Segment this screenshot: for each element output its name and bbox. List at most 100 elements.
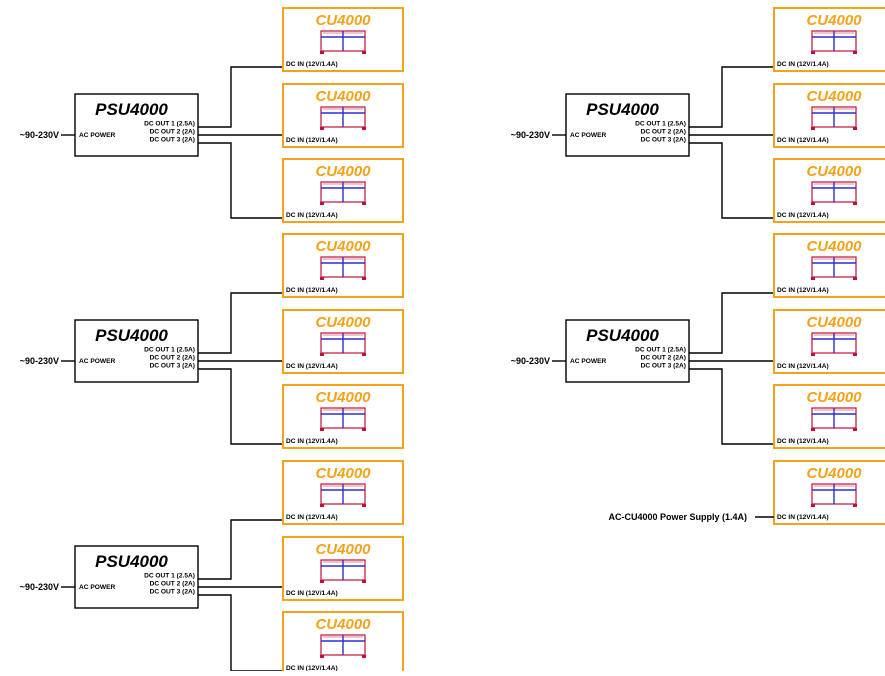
dc-in-label: DC IN (12V/1.4A) bbox=[286, 363, 338, 370]
input-voltage-label: ~90-230V bbox=[20, 582, 59, 592]
psu4000-title: PSU4000 bbox=[95, 326, 168, 345]
device-case-icon bbox=[811, 407, 857, 431]
dc-out-label-3: DC OUT 3 (2A) bbox=[150, 137, 195, 144]
device-case-icon bbox=[320, 332, 366, 356]
psu4000-box bbox=[565, 93, 690, 157]
icon-foot-left bbox=[320, 202, 324, 205]
ac-power-label: AC POWER bbox=[79, 358, 116, 365]
icon-foot-left bbox=[811, 277, 815, 280]
icon-foot-left bbox=[320, 428, 324, 431]
cu4000-unit: CU4000 DC IN (12V/1.4A) bbox=[282, 536, 404, 601]
device-case-icon bbox=[811, 332, 857, 356]
cu4000-title: CU4000 bbox=[315, 541, 371, 558]
ac-power-label: AC POWER bbox=[570, 358, 607, 365]
icon-foot-left bbox=[811, 202, 815, 205]
icon-foot-right bbox=[853, 428, 857, 431]
psu4000-title: PSU4000 bbox=[95, 100, 168, 119]
icon-foot-left bbox=[320, 504, 324, 507]
dc-out-label-1: DC OUT 1 (2.5A) bbox=[635, 347, 686, 354]
icon-foot-left bbox=[811, 428, 815, 431]
dc-in-label: DC IN (12V/1.4A) bbox=[286, 61, 338, 68]
dc-out-label-1: DC OUT 1 (2.5A) bbox=[144, 573, 195, 580]
ac-adapter-label: AC-CU4000 Power Supply (1.4A) bbox=[608, 512, 747, 522]
icon-foot-left bbox=[320, 277, 324, 280]
icon-foot-right bbox=[853, 353, 857, 356]
dc-out-label-2: DC OUT 2 (2A) bbox=[150, 129, 195, 136]
icon-foot-right bbox=[853, 277, 857, 280]
dc-in-label: DC IN (12V/1.4A) bbox=[286, 665, 338, 671]
dc-in-label: DC IN (12V/1.4A) bbox=[777, 137, 829, 144]
icon-foot-right bbox=[362, 655, 366, 658]
input-voltage-label: ~90-230V bbox=[511, 356, 550, 366]
dc-out-label-3: DC OUT 3 (2A) bbox=[150, 589, 195, 596]
dc-in-label: DC IN (12V/1.4A) bbox=[286, 212, 338, 219]
icon-foot-right bbox=[362, 353, 366, 356]
dc-wire-3 bbox=[689, 368, 774, 445]
dc-out-label-2: DC OUT 2 (2A) bbox=[150, 355, 195, 362]
cu4000-box bbox=[282, 384, 404, 449]
dc-wire-1 bbox=[689, 292, 774, 354]
icon-foot-left bbox=[320, 127, 324, 130]
cu4000-title: CU4000 bbox=[806, 465, 862, 482]
icon-foot-right bbox=[362, 428, 366, 431]
ac-power-label: AC POWER bbox=[79, 584, 116, 591]
dc-in-label: DC IN (12V/1.4A) bbox=[286, 137, 338, 144]
dc-in-label: DC IN (12V/1.4A) bbox=[777, 61, 829, 68]
icon-foot-right bbox=[362, 277, 366, 280]
dc-wire-1 bbox=[198, 292, 283, 354]
input-voltage-label: ~90-230V bbox=[511, 130, 550, 140]
input-voltage-label: ~90-230V bbox=[20, 356, 59, 366]
icon-foot-left bbox=[811, 504, 815, 507]
dc-in-label: DC IN (12V/1.4A) bbox=[286, 287, 338, 294]
icon-foot-right bbox=[362, 504, 366, 507]
icon-foot-right bbox=[853, 504, 857, 507]
cu4000-title: CU4000 bbox=[315, 389, 371, 406]
icon-foot-left bbox=[811, 51, 815, 54]
dc-wire-3 bbox=[689, 142, 774, 219]
cu4000-title: CU4000 bbox=[315, 616, 371, 633]
cu4000-unit: CU4000 DC IN (12V/1.4A) bbox=[282, 611, 404, 676]
device-case-icon bbox=[811, 181, 857, 205]
input-voltage-label: ~90-230V bbox=[20, 130, 59, 140]
psu4000-box bbox=[74, 319, 199, 383]
dc-in-label: DC IN (12V/1.4A) bbox=[777, 363, 829, 370]
psu4000-title: PSU4000 bbox=[586, 100, 659, 119]
dc-out-label-2: DC OUT 2 (2A) bbox=[641, 129, 686, 136]
device-case-icon bbox=[811, 30, 857, 54]
cu4000-title: CU4000 bbox=[315, 88, 371, 105]
dc-in-label: DC IN (12V/1.4A) bbox=[777, 287, 829, 294]
cu4000-unit: CU4000 DC IN (12V/1.4A) bbox=[282, 158, 404, 223]
cu4000-unit: CU4000 DC IN (12V/1.4A) bbox=[282, 309, 404, 374]
cu4000-unit: CU4000 DC IN (12V/1.4A) bbox=[282, 83, 404, 148]
dc-in-label: DC IN (12V/1.4A) bbox=[777, 514, 829, 521]
psu4000-box bbox=[74, 93, 199, 157]
dc-wire-1 bbox=[198, 66, 283, 128]
dc-out-label-1: DC OUT 1 (2.5A) bbox=[635, 121, 686, 128]
dc-wire-3 bbox=[198, 142, 283, 219]
cu4000-title: CU4000 bbox=[315, 163, 371, 180]
cu4000-title: CU4000 bbox=[315, 314, 371, 331]
device-case-icon bbox=[320, 181, 366, 205]
dc-in-label: DC IN (12V/1.4A) bbox=[286, 438, 338, 445]
icon-foot-left bbox=[320, 353, 324, 356]
ac-power-label: AC POWER bbox=[570, 132, 607, 139]
cu4000-title: CU4000 bbox=[315, 465, 371, 482]
device-case-icon bbox=[811, 256, 857, 280]
dc-out-label-3: DC OUT 3 (2A) bbox=[641, 363, 686, 370]
device-case-icon bbox=[320, 106, 366, 130]
dc-wire-3 bbox=[198, 594, 283, 672]
icon-foot-left bbox=[811, 127, 815, 130]
icon-foot-left bbox=[811, 353, 815, 356]
dc-in-label: DC IN (12V/1.4A) bbox=[286, 590, 338, 597]
icon-foot-left bbox=[320, 580, 324, 583]
